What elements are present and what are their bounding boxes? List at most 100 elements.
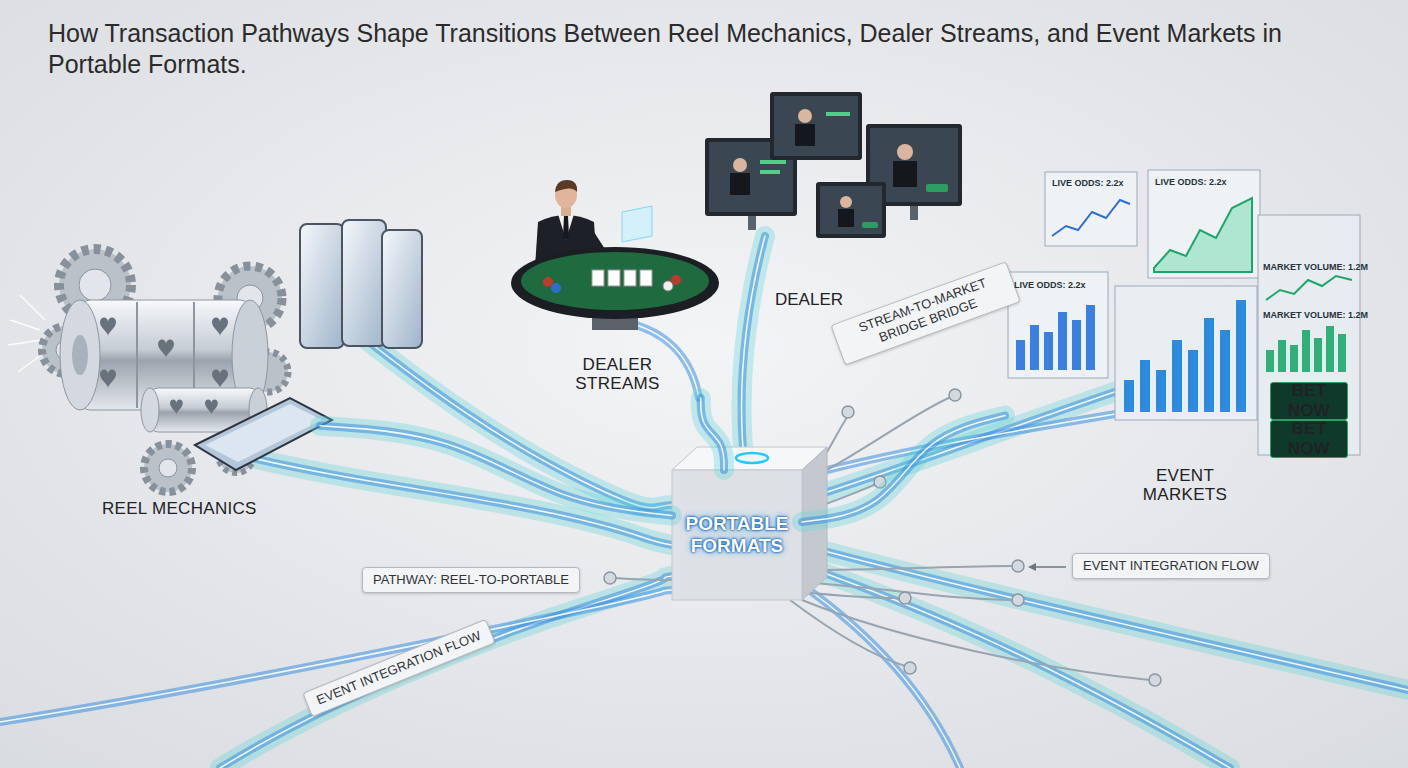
chart-panel <box>1045 172 1137 246</box>
chip <box>543 277 553 287</box>
cable <box>802 566 1013 570</box>
table-felt <box>521 252 709 310</box>
bar <box>1266 350 1274 372</box>
flow-band <box>742 236 765 470</box>
chart-panel <box>1115 286 1257 420</box>
flow-bands <box>0 236 1408 768</box>
reel-illustration <box>8 220 422 492</box>
screen-figure <box>730 173 750 195</box>
button-label: BET NOW <box>1271 419 1347 458</box>
phone <box>342 220 386 346</box>
reel-symbol <box>100 370 116 389</box>
playing-card <box>592 270 604 286</box>
reel-symbol <box>158 340 174 359</box>
screen-bar <box>760 160 786 164</box>
connector-dot <box>842 406 854 418</box>
gear <box>144 444 192 492</box>
playing-card <box>640 270 652 286</box>
reel-mechanics-group: REEL MECHANICS <box>20 215 320 525</box>
dealer-shirt <box>558 214 574 240</box>
bar <box>1338 334 1346 372</box>
flow-connector-stroke <box>802 416 1005 522</box>
reel-symbol <box>100 318 116 337</box>
connector-dot <box>1012 560 1024 572</box>
phone <box>382 230 422 348</box>
sparkle-line <box>8 340 42 345</box>
sparkle-line <box>20 295 45 320</box>
monitors <box>705 92 962 238</box>
flow-band <box>802 565 1230 768</box>
button-label: BET NOW <box>1271 381 1347 420</box>
flow-connector-stroke <box>701 398 724 470</box>
reel-end <box>60 300 100 410</box>
cube-front <box>672 470 802 600</box>
screen-bar <box>760 170 780 174</box>
playing-card <box>608 270 620 286</box>
flow-band <box>742 236 765 470</box>
bar <box>1172 340 1182 412</box>
reel-symbol <box>212 318 228 337</box>
cube-glow-ring <box>736 453 768 463</box>
flow-connector <box>802 416 1005 522</box>
screen-figure <box>840 196 852 208</box>
phone-tilted <box>195 398 332 470</box>
reel-divider <box>136 302 138 408</box>
cube-label: PORTABLE FORMATS <box>676 513 798 557</box>
card-table <box>511 247 719 330</box>
gear-hub <box>159 459 177 477</box>
connector-dot <box>949 389 961 401</box>
group-label: REEL MECHANICS <box>102 499 257 519</box>
screen-figure <box>838 209 854 227</box>
group-label: DEALER STREAMS <box>563 355 673 394</box>
phone-screen <box>205 404 322 462</box>
monitor-screen <box>774 96 858 156</box>
bar <box>1236 300 1246 412</box>
phone <box>300 224 344 348</box>
connector-dot <box>1149 674 1161 686</box>
flow-connector-stroke <box>802 416 1005 522</box>
connector-dot <box>604 572 616 584</box>
connector-dot <box>899 592 911 604</box>
dealer-tie <box>563 216 569 240</box>
chart-label: LIVE ODDS: 2.2x <box>1014 280 1086 290</box>
leader-line <box>1034 566 1066 568</box>
chart-label: MARKET VOLUME: 1.2M <box>1263 310 1368 320</box>
flow-band <box>0 590 672 722</box>
bar <box>1072 320 1081 370</box>
reel-symbol <box>205 400 218 415</box>
reel-symbol <box>212 370 228 389</box>
flow-connector-stroke <box>701 398 724 470</box>
table-rim <box>511 247 719 319</box>
bar <box>1030 325 1039 370</box>
bar <box>1204 318 1214 412</box>
callout-label: STREAM-TO-MARKET BRIDGE BRIDGE <box>842 270 1008 357</box>
bar-chart <box>1124 300 1246 412</box>
monitor <box>770 92 862 160</box>
bar <box>1326 326 1334 372</box>
line-chart <box>1052 200 1130 236</box>
bar <box>1124 380 1134 412</box>
cable <box>790 600 905 666</box>
screen-figure <box>733 158 747 172</box>
event-markets-group: EVENT MARKETS BET NOWBET NOW <box>1005 160 1365 515</box>
dealer-hair <box>555 180 577 192</box>
flow-band <box>742 236 765 470</box>
callout-label: EVENT INTEGRATION FLOW <box>314 628 483 709</box>
monitor-stand <box>910 206 918 220</box>
reel-axle <box>72 335 88 375</box>
flow-connector-stroke <box>701 398 724 470</box>
callout-box: EVENT INTEGRATION FLOW <box>302 619 495 717</box>
dealer-streams-group: DEALER STREAMS <box>505 170 730 398</box>
connector-dot <box>904 662 916 674</box>
screen-figure <box>897 144 913 160</box>
flow-connector <box>320 426 672 516</box>
connector-dot <box>1012 594 1024 606</box>
bet-button: BET NOW <box>1270 420 1348 458</box>
callout-box: EVENT INTEGRATION FLOW <box>1072 553 1270 579</box>
cable <box>615 578 672 580</box>
group-label: EVENT MARKETS <box>1128 466 1243 505</box>
chip <box>663 281 673 291</box>
chart-label: MARKET VOLUME: 1.2M <box>1263 262 1368 272</box>
